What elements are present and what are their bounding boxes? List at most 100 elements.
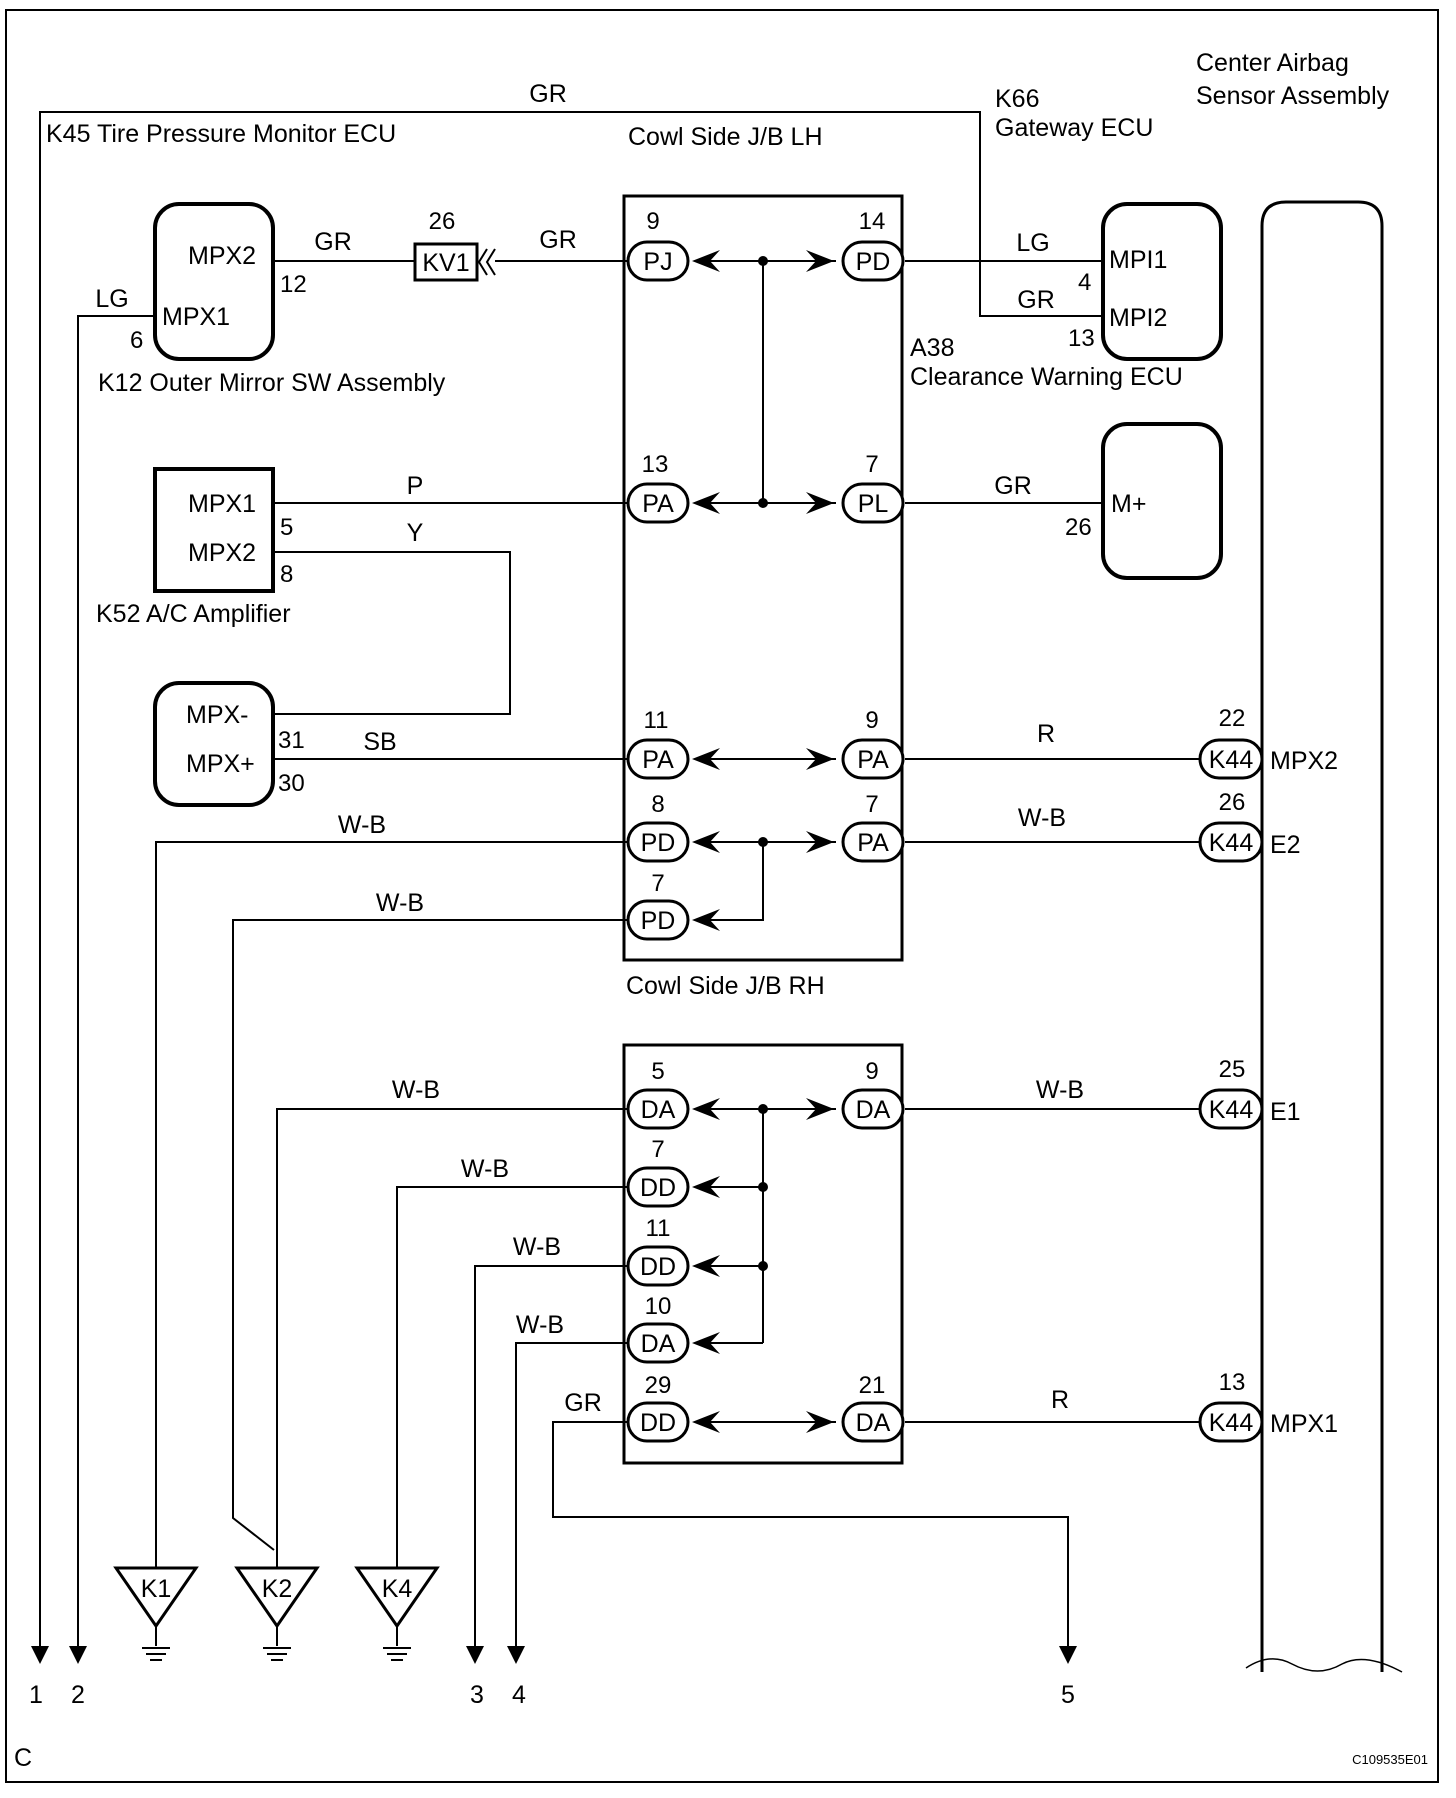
svg-text:GR: GR [539, 226, 577, 254]
connector-da-10: DA [641, 1330, 676, 1358]
k44-mpx1-terminal: MPX1 [1270, 1410, 1338, 1438]
svg-text:K4: K4 [382, 1575, 413, 1603]
svg-text:W-B: W-B [392, 1076, 440, 1104]
svg-text:13: 13 [1219, 1369, 1246, 1396]
svg-text:GR: GR [314, 228, 352, 256]
connector-pd-7: PD [641, 907, 676, 935]
outer-mirror-label: K12 Outer Mirror SW Assembly [98, 369, 446, 397]
output-labels: 1 2 3 4 5 [29, 1681, 1075, 1709]
svg-text:8: 8 [651, 791, 664, 818]
diagram-border [5, 9, 1439, 1783]
svg-text:14: 14 [859, 208, 886, 235]
svg-text:1: 1 [29, 1681, 43, 1709]
kv1-label: KV1 [422, 249, 469, 277]
connector-pd-14: PD [856, 248, 891, 276]
clearance-code-label: A38 [910, 334, 954, 362]
airbag-break-line [1245, 1658, 1403, 1673]
svg-text:21: 21 [859, 1372, 886, 1399]
svg-text:13: 13 [1068, 325, 1095, 352]
connector-da-9: DA [856, 1096, 891, 1124]
svg-text:26: 26 [1219, 789, 1246, 816]
clearance-mplus-terminal: M+ [1111, 490, 1146, 518]
k44-e1-terminal: E1 [1270, 1098, 1301, 1126]
svg-text:7: 7 [651, 870, 664, 897]
svg-text:4: 4 [1078, 269, 1091, 296]
connector-dd-29: DD [640, 1409, 676, 1437]
svg-text:29: 29 [645, 1372, 672, 1399]
ac-mpx2-terminal: MPX2 [188, 539, 256, 567]
connector-pa-9: PA [857, 746, 889, 774]
k44-e2-connector: K44 [1209, 829, 1254, 857]
svg-text:5: 5 [280, 514, 293, 541]
svg-text:9: 9 [646, 208, 659, 235]
k45-label: K45 Tire Pressure Monitor ECU [46, 120, 396, 148]
svg-text:2: 2 [71, 1681, 85, 1709]
k44-mpx1-connector: K44 [1209, 1409, 1254, 1437]
clearance-name-label: Clearance Warning ECU [910, 363, 1183, 391]
svg-text:22: 22 [1219, 705, 1246, 732]
svg-text:LG: LG [1016, 229, 1049, 257]
a38-clearance-ecu-box [1101, 422, 1223, 580]
svg-text:11: 11 [644, 707, 669, 734]
svg-text:GR: GR [1017, 286, 1055, 314]
svg-text:4: 4 [512, 1681, 526, 1709]
junction-dots [758, 256, 768, 1271]
connector-heads [692, 250, 834, 1433]
svg-text:W-B: W-B [516, 1311, 564, 1339]
connector-pd-8: PD [641, 829, 676, 857]
svg-text:26: 26 [429, 208, 456, 235]
ground-k2: K2 [234, 1566, 320, 1661]
airbag-label-line2: Sensor Assembly [1196, 82, 1390, 110]
k44-e2-terminal: E2 [1270, 831, 1301, 859]
ground-k1: K1 [113, 1566, 199, 1661]
connector-pa-13: PA [642, 490, 674, 518]
ac-amplifier-label: K52 A/C Amplifier [96, 600, 291, 628]
ground-k4: K4 [354, 1566, 440, 1661]
svg-text:W-B: W-B [338, 811, 386, 839]
svg-text:10: 10 [645, 1293, 672, 1320]
wire-color-labels: GR GR GR LG GR LG P Y GR SB R W-B W-B W-… [95, 80, 1084, 1417]
k44-mpx2-connector: K44 [1209, 746, 1254, 774]
svg-text:25: 25 [1219, 1056, 1246, 1083]
svg-text:7: 7 [865, 451, 878, 478]
k12-outer-mirror-box [153, 202, 275, 361]
section-letter: C [14, 1744, 32, 1772]
svg-text:P: P [407, 472, 424, 500]
svg-text:K1: K1 [141, 1575, 172, 1603]
svg-text:30: 30 [278, 770, 305, 797]
connector-pj: PJ [643, 248, 672, 276]
gateway-name-label: Gateway ECU [995, 114, 1153, 142]
cowl-jb-rh-box [622, 1043, 904, 1465]
jb-connectors: PJ PA PA PD PD PD PL PA PA DA DD DD DA D… [626, 240, 905, 1443]
svg-text:8: 8 [280, 561, 293, 588]
connector-pl: PL [858, 490, 889, 518]
cowl-rh-label: Cowl Side J/B RH [626, 972, 825, 1000]
connector-pa-7: PA [857, 829, 889, 857]
svg-text:26: 26 [1065, 514, 1092, 541]
svg-text:SB: SB [363, 728, 396, 756]
k45-tire-pressure-ecu-box [153, 681, 275, 807]
svg-text:3: 3 [470, 1681, 484, 1709]
svg-text:11: 11 [646, 1215, 671, 1242]
output-arrows [31, 1646, 1077, 1664]
gateway-mpi2-terminal: MPI2 [1109, 304, 1167, 332]
svg-text:R: R [1037, 720, 1055, 748]
svg-text:K2: K2 [262, 1575, 293, 1603]
gateway-mpi1-terminal: MPI1 [1109, 246, 1167, 274]
connector-dd-7: DD [640, 1174, 676, 1202]
k52-ac-amplifier-box [153, 467, 275, 593]
k44-connectors: K44 K44 K44 K44 [1198, 738, 1264, 1443]
tp-mpx-minus-terminal: MPX- [186, 701, 249, 729]
svg-text:W-B: W-B [461, 1155, 509, 1183]
svg-text:W-B: W-B [1018, 804, 1066, 832]
pin-numbers: 26 12 6 9 14 4 13 13 7 26 5 8 31 30 11 9… [130, 208, 1245, 1399]
k44-mpx2-terminal: MPX2 [1270, 747, 1338, 775]
svg-text:W-B: W-B [1036, 1076, 1084, 1104]
cowl-lh-label: Cowl Side J/B LH [628, 123, 823, 151]
svg-text:7: 7 [651, 1136, 664, 1163]
mirror-mpx1-terminal: MPX1 [162, 303, 230, 331]
svg-text:Y: Y [407, 519, 424, 547]
svg-text:13: 13 [642, 451, 669, 478]
kv1-connector: KV1 [413, 242, 496, 282]
